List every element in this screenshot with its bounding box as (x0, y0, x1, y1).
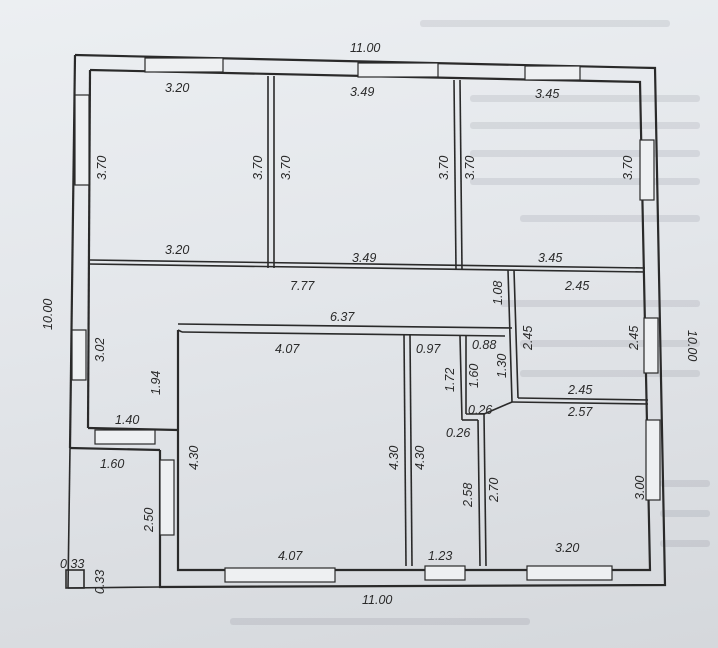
window (645, 419, 661, 501)
porch (65, 447, 161, 589)
background-text-line (520, 215, 700, 222)
dim-corridor-length: 7.77 (290, 279, 315, 293)
dim-room2-right: 3.70 (437, 156, 451, 180)
background-text-line (230, 618, 530, 625)
dim-left-overall: 10.00 (41, 299, 55, 330)
dim-porch-width: 1.60 (100, 457, 124, 471)
dim-step-b: 0.26 (446, 426, 470, 440)
dim-kitchen-bottom: 3.20 (555, 541, 579, 555)
dim-hall-inner: 1.94 (149, 371, 163, 395)
dim-right-overall: 10.00 (685, 330, 699, 361)
dim-room4-left: 2.45 (521, 326, 535, 351)
dim-kitchen-left: 2.70 (487, 478, 501, 503)
window (357, 62, 439, 78)
dim-room1-bottom: 3.20 (165, 243, 189, 257)
dim-bath-bottom: 1.23 (428, 549, 452, 563)
dim-room3-bottom: 3.45 (538, 251, 562, 265)
dim-room1-top: 3.20 (165, 81, 189, 95)
dim-room2-top: 3.49 (350, 85, 374, 99)
dim-step-a: 0.26 (468, 403, 492, 417)
dim-room3-right: 3.70 (621, 156, 635, 180)
window (71, 329, 87, 381)
dim-room2-bottom: 3.49 (352, 251, 376, 265)
window (94, 429, 156, 445)
dim-wc-right: 1.60 (467, 364, 481, 388)
window (224, 567, 336, 583)
dim-corridor-inner: 6.37 (330, 310, 355, 324)
dim-room1-right: 3.70 (251, 156, 265, 180)
dim-room2-left: 3.70 (279, 156, 293, 180)
background-text-line (470, 95, 700, 102)
dim-wc-left: 1.72 (443, 368, 457, 392)
dim-room1-left: 3.70 (95, 156, 109, 180)
dim-post-w: 0.33 (60, 557, 84, 571)
dim-bath-inner: 2.58 (461, 483, 475, 508)
dim-kitchen-right: 3.00 (633, 476, 647, 500)
dim-wc-1-30: 1.30 (495, 354, 509, 378)
dim-porch-height: 2.50 (142, 508, 156, 533)
dim-living-right: 4.30 (387, 446, 401, 470)
dim-corridor-gap: 1.08 (491, 281, 505, 305)
background-text-line (500, 300, 700, 307)
background-text-line (420, 20, 670, 27)
dim-wc-top: 0.88 (472, 338, 496, 352)
dim-room4-right: 2.45 (627, 326, 641, 351)
dim-bottom-overall: 11.00 (362, 593, 392, 607)
interior-walls (87, 76, 649, 567)
dim-hall-bottom: 1.40 (115, 413, 139, 427)
window (639, 139, 655, 201)
dim-hall-left: 3.02 (93, 338, 107, 362)
windows (71, 57, 661, 583)
background-text-line (660, 480, 710, 487)
outer-walls (68, 53, 667, 589)
background-text-line (470, 150, 700, 157)
background-text-line (660, 540, 710, 547)
dim-bath-left: 4.30 (413, 446, 427, 470)
background-text-line (470, 122, 700, 129)
window (526, 565, 613, 581)
dim-room4-top: 2.45 (564, 279, 589, 293)
dim-room4-bottom: 2.45 (567, 383, 592, 397)
background-text-line (520, 340, 700, 347)
dim-living-left: 4.30 (187, 446, 201, 470)
window (159, 459, 175, 536)
dim-kitchen-top: 2.57 (567, 405, 593, 419)
window (74, 94, 90, 186)
dim-top-overall: 11.00 (350, 41, 380, 55)
window (643, 317, 659, 374)
dim-bath-top: 0.97 (416, 342, 441, 356)
background-text-line (520, 370, 700, 377)
window (524, 65, 581, 81)
background-text-line (660, 510, 710, 517)
dim-living-bottom: 4.07 (278, 549, 303, 563)
dim-room3-top: 3.45 (535, 87, 559, 101)
window (144, 57, 224, 73)
dim-living-top: 4.07 (275, 342, 300, 356)
dimension-labels: 11.00 11.00 10.00 10.00 3.20 3.20 3.70 3… (41, 41, 699, 607)
window (424, 565, 466, 581)
dim-room3-left: 3.70 (463, 156, 477, 180)
dim-post-h: 0.33 (93, 570, 107, 594)
background-text-line (470, 178, 700, 185)
